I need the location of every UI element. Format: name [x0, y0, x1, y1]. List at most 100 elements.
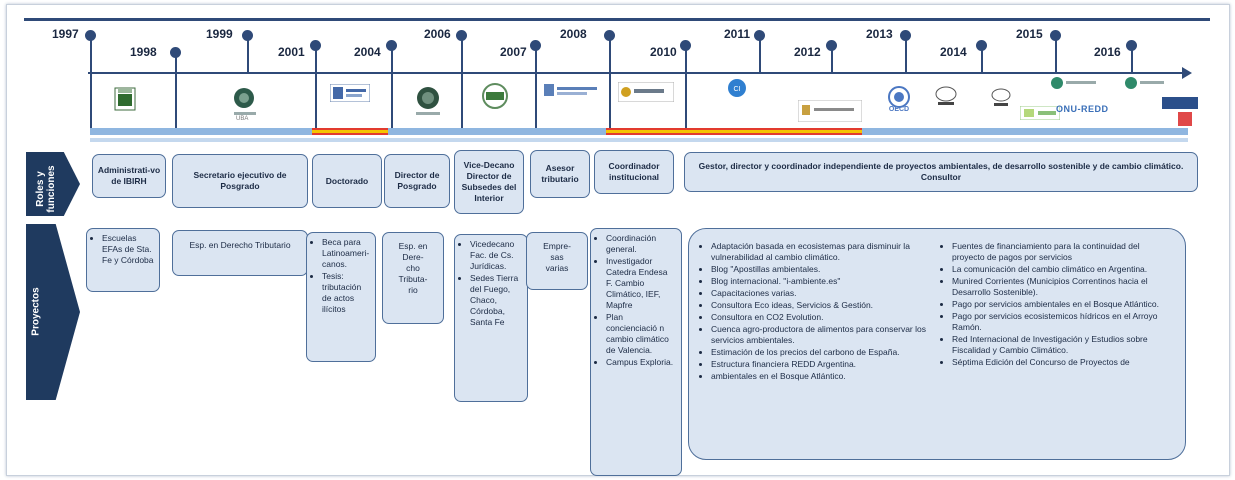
- timeline-axis: [88, 72, 1184, 74]
- institution-logo: [1178, 112, 1192, 126]
- project-item: Estimación de los precios del carbono de…: [711, 347, 932, 358]
- year-label: 2015: [1016, 27, 1043, 41]
- timeline-stem: [247, 36, 249, 74]
- top-rule: [24, 18, 1210, 21]
- institution-logo: [228, 84, 262, 120]
- pin-marker: [976, 40, 987, 51]
- project-item: Pago por servicios ambientales en el Bos…: [952, 299, 1173, 310]
- project-box: Esp. en Derecho Tributario: [172, 230, 308, 276]
- timeline-stem: [1131, 46, 1133, 74]
- project-item: Investigador Catedra Endesa F. Cambio Cl…: [606, 256, 676, 311]
- project-box: Empre-sas varias: [526, 232, 588, 290]
- year-label: 1997: [52, 27, 79, 41]
- project-item: Blog internacional. "i-ambiente.es": [711, 276, 932, 287]
- project-item: Vicedecano Fac. de Cs. Jurídicas.: [470, 239, 522, 272]
- svg-text:CI: CI: [734, 86, 741, 93]
- project-item: Sedes Tierra del Fuego, Chaco, Córdoba, …: [470, 273, 522, 328]
- band-argentina: [90, 128, 312, 135]
- onu-redd-logo-text: ONU-REDD: [1056, 104, 1109, 114]
- project-item: Fuentes de financiamiento para la contin…: [952, 241, 1173, 263]
- year-label: 2006: [424, 27, 451, 41]
- year-label: 1999: [206, 27, 233, 41]
- project-item: Esp. en Derecho Tributario: [189, 240, 291, 250]
- year-label: 2014: [940, 45, 967, 59]
- project-box: Coordinación general. Investigador Cated…: [590, 228, 682, 476]
- institution-logo: [1124, 76, 1168, 90]
- institution-logo: CI: [726, 78, 748, 98]
- year-label: 2010: [650, 45, 677, 59]
- timeline-stem: [391, 46, 393, 130]
- year-label: 2004: [354, 45, 381, 59]
- timeline-stem: [609, 36, 611, 130]
- project-item: Consultora Eco ideas, Servicios & Gestió…: [711, 300, 932, 311]
- year-label: 2011: [724, 27, 751, 41]
- roles-label: Roles y funciones: [35, 165, 57, 213]
- timeline-stem: [175, 52, 177, 130]
- role-box: Vice-Decano Director de Subsedes del Int…: [454, 150, 524, 214]
- timeline-stem: [535, 46, 537, 130]
- institution-logo: [544, 82, 600, 100]
- uba-logo-text: UBA: [236, 116, 249, 122]
- institution-logo: OECD: [886, 86, 912, 116]
- project-item: Blog "Apostillas ambientales.: [711, 264, 932, 275]
- project-item: Red Internacional de Investigación y Est…: [952, 334, 1173, 356]
- project-item: Adaptación basada en ecosistemas para di…: [711, 241, 932, 263]
- project-item: Esp. en Dere-cho Tributa-rio: [398, 241, 428, 295]
- institution-logo: [934, 84, 958, 110]
- institution-logo: [1050, 76, 1102, 90]
- institution-logo: [990, 86, 1012, 110]
- pin-marker: [386, 40, 397, 51]
- project-item: Tesis: tributación de actos ilícitos: [322, 271, 370, 315]
- pin-marker: [456, 30, 467, 41]
- project-box: Escuelas EFAs de Sta. Fe y Córdoba: [86, 228, 160, 292]
- oecd-logo-text: OECD: [888, 106, 910, 113]
- project-item: Campus Exploria.: [606, 357, 676, 368]
- role-box: Asesor tributario: [530, 150, 590, 198]
- pin-marker: [680, 40, 691, 51]
- project-item: Cuenca agro-productora de alimentos para…: [711, 324, 932, 346]
- project-item: Plan concienciació n cambio climático de…: [606, 312, 676, 356]
- project-item: Consultora en CO2 Evolution.: [711, 312, 932, 323]
- role-box: Secretario ejecutivo de Posgrado: [172, 154, 308, 208]
- timeline-stem: [759, 36, 761, 74]
- arrow-right-icon: [1182, 67, 1192, 79]
- pin-marker: [1050, 30, 1061, 41]
- pin-marker: [85, 30, 96, 41]
- timeline-stem: [461, 36, 463, 130]
- band-argentina: [862, 128, 1188, 135]
- timeline-stem: [1055, 36, 1057, 74]
- role-box: Coordinador institucional: [594, 150, 674, 194]
- project-box: Adaptación basada en ecosistemas para di…: [688, 228, 1186, 460]
- year-label: 1998: [130, 45, 157, 59]
- project-item: Coordinación general.: [606, 233, 676, 255]
- project-item: Beca para Latinoameri-canos.: [322, 237, 370, 270]
- project-item: Estructura financiera REDD Argentina.: [711, 359, 932, 370]
- project-item: Escuelas EFAs de Sta. Fe y Córdoba: [102, 233, 154, 266]
- band-argentina: [388, 128, 606, 135]
- institution-logo: ONU-REDD: [1056, 104, 1132, 118]
- project-item: Capacitaciones varias.: [711, 288, 932, 299]
- year-label: 2001: [278, 45, 305, 59]
- project-box: Beca para Latinoameri-canos. Tesis: trib…: [306, 232, 376, 362]
- band-spain: [606, 128, 862, 135]
- project-box: Esp. en Dere-cho Tributa-rio: [382, 232, 444, 324]
- institution-logo: [797, 99, 863, 123]
- band-light: [90, 138, 1188, 142]
- band-spain: [312, 128, 388, 135]
- institution-logo: [112, 84, 138, 112]
- pin-marker: [900, 30, 911, 41]
- institution-logo: [1162, 96, 1198, 109]
- timeline-stem: [685, 46, 687, 130]
- institution-logo: [478, 82, 512, 112]
- project-box: Vicedecano Fac. de Cs. Jurídicas. Sedes …: [454, 234, 528, 402]
- role-box: Director de Posgrado: [384, 154, 450, 208]
- timeline-stem: [831, 46, 833, 74]
- year-label: 2013: [866, 27, 893, 41]
- pin-marker: [310, 40, 321, 51]
- year-label: 2016: [1094, 45, 1121, 59]
- pin-marker: [604, 30, 615, 41]
- role-box: Doctorado: [312, 154, 382, 208]
- year-label: 2008: [560, 27, 587, 41]
- timeline-stem: [90, 36, 92, 130]
- project-item: ambientales en el Bosque Atlántico.: [711, 371, 932, 382]
